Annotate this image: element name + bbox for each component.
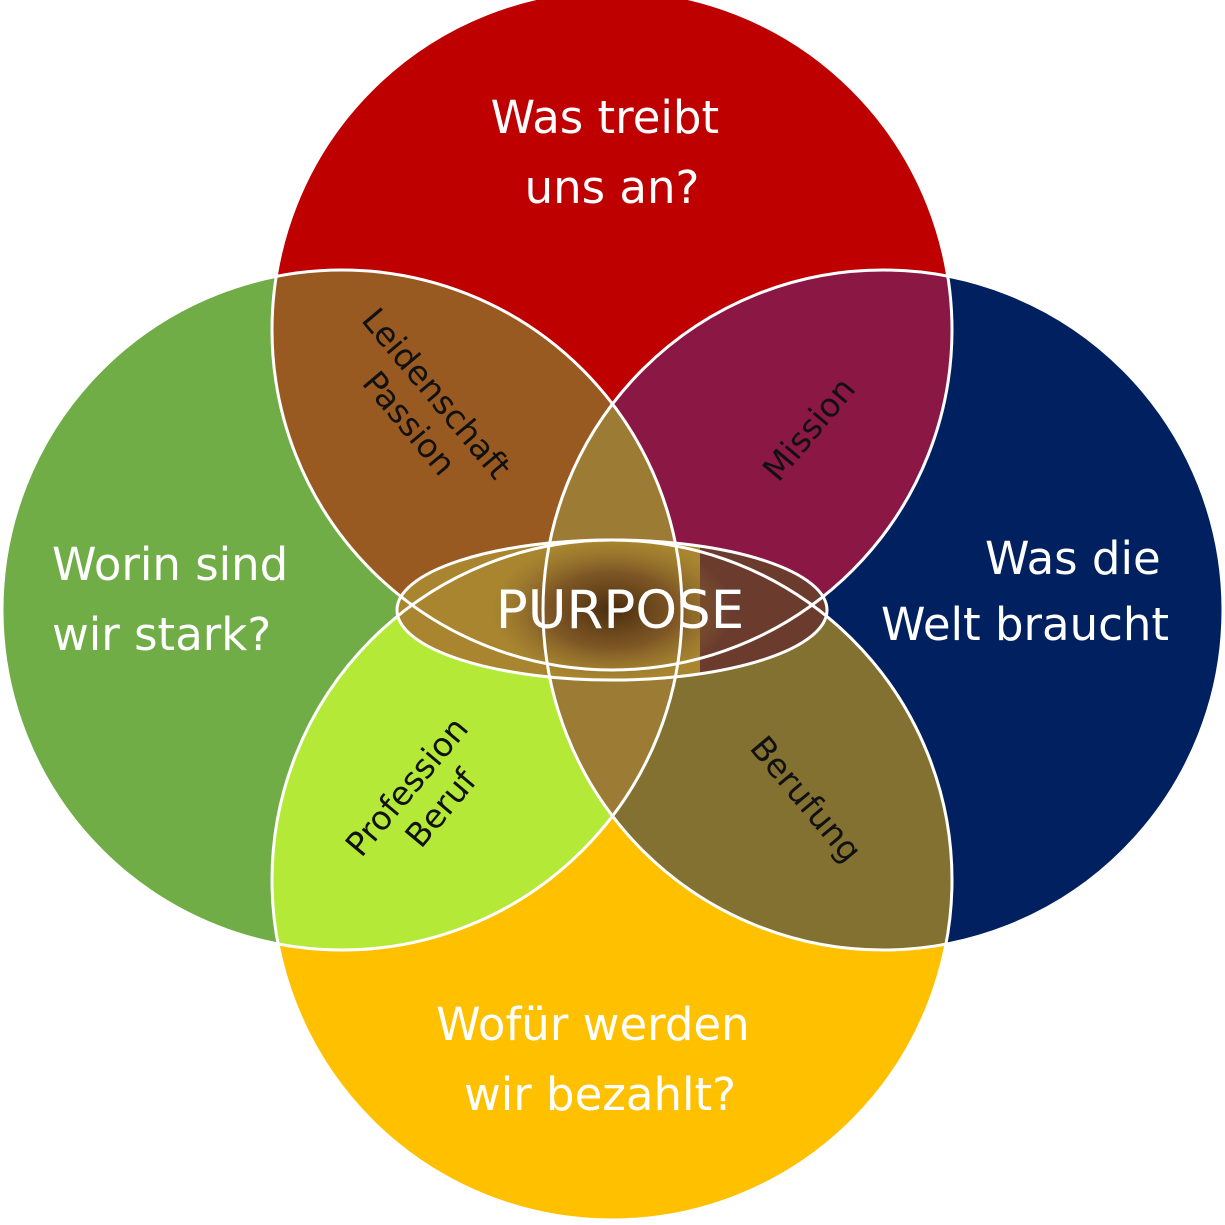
center-label: PURPOSE <box>496 580 744 641</box>
bottom-circle-label: Wofür werden wir bezahlt? <box>436 998 764 1121</box>
outline-left <box>0 268 684 952</box>
center-ellipse-right-shade <box>700 545 827 675</box>
outline-center <box>395 538 829 682</box>
outline-top <box>270 0 954 672</box>
outline-right <box>541 268 1225 952</box>
right-circle-label: Was die Welt braucht <box>881 532 1175 651</box>
left-circle-label: Worin sind wir stark? <box>52 538 303 661</box>
top-circle-label: Was treibt uns an? <box>491 91 734 214</box>
center-glow <box>492 540 732 680</box>
